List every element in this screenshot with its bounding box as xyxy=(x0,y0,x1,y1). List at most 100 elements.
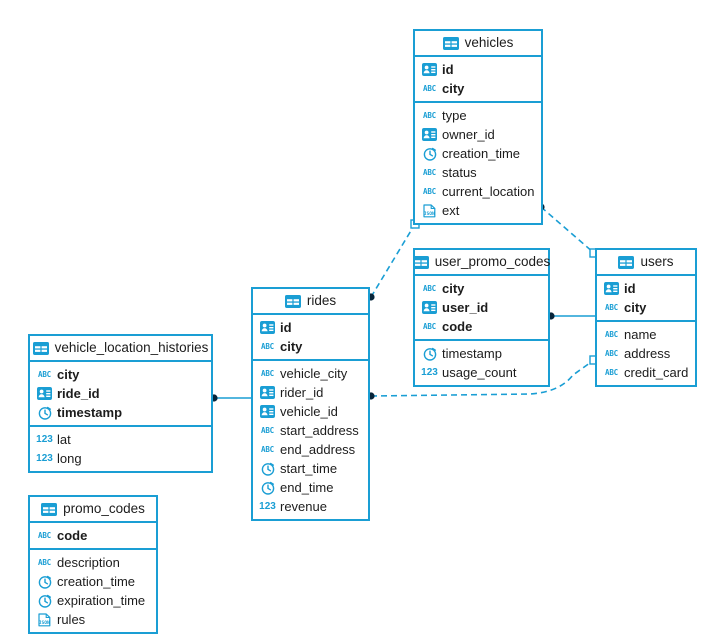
relationship-rides-vehicles[interactable] xyxy=(367,219,420,301)
field-row[interactable]: timestamp xyxy=(415,344,548,363)
clock-icon xyxy=(37,594,52,608)
field-label: description xyxy=(57,555,120,570)
field-row[interactable]: JSON rules xyxy=(30,610,156,629)
field-label: ext xyxy=(442,203,460,218)
field-label: rules xyxy=(57,612,86,627)
table-header-rides[interactable]: rides xyxy=(253,289,368,315)
field-label: vehicle_id xyxy=(280,404,338,419)
table-header-user_promo_codes[interactable]: user_promo_codes xyxy=(412,250,550,276)
123-number-icon: 123 xyxy=(259,500,276,512)
field-row[interactable]: owner_id xyxy=(415,125,541,144)
primary-key-field-row[interactable]: id xyxy=(253,318,368,337)
primary-key-field-row[interactable]: ride_id xyxy=(30,384,211,403)
clock-icon xyxy=(422,147,437,161)
table-icon xyxy=(618,255,635,269)
field-label: city xyxy=(280,339,303,354)
table-title: rides xyxy=(306,293,337,309)
clock-icon xyxy=(422,347,437,361)
clock-icon xyxy=(37,406,52,420)
table-icon xyxy=(412,255,429,269)
field-label: start_address xyxy=(280,423,359,438)
primary-key-field-row[interactable]: user_id xyxy=(415,298,548,317)
svg-text:JSON: JSON xyxy=(39,620,50,626)
field-label: status xyxy=(442,165,477,180)
field-label: city xyxy=(442,281,465,296)
field-label: city xyxy=(624,300,647,315)
json-document-icon: JSON xyxy=(422,203,437,218)
field-label: code xyxy=(442,319,473,334)
field-label: code xyxy=(57,528,88,543)
relationship-vehicle_location_histories-rides[interactable] xyxy=(210,394,251,402)
field-label: revenue xyxy=(280,499,327,514)
field-label: end_time xyxy=(280,480,334,495)
contact-card-key-icon xyxy=(260,405,275,419)
relationship-user_promo_codes-users[interactable] xyxy=(547,312,595,320)
contact-card-key-icon xyxy=(604,282,619,296)
123-number-icon: 123 xyxy=(36,433,53,445)
primary-key-field-row[interactable]: id xyxy=(415,60,541,79)
field-label: timestamp xyxy=(442,346,502,361)
table-header-promo_codes[interactable]: promo_codes xyxy=(30,497,156,523)
field-label: current_location xyxy=(442,184,535,199)
abc-string-icon: ABC xyxy=(605,329,618,339)
table-header-vehicle_location_histories[interactable]: vehicle_location_histories xyxy=(30,336,211,362)
field-label: user_id xyxy=(442,300,489,315)
field-row[interactable]: start_time xyxy=(253,459,368,478)
contact-card-key-icon xyxy=(260,386,275,400)
field-row[interactable]: expiration_time xyxy=(30,591,156,610)
table-icon xyxy=(284,294,301,308)
field-row[interactable]: creation_time xyxy=(30,572,156,591)
field-label: creation_time xyxy=(442,146,521,161)
field-label: expiration_time xyxy=(57,593,146,608)
table-title: promo_codes xyxy=(63,501,145,517)
field-label: owner_id xyxy=(442,127,495,142)
field-label: creation_time xyxy=(57,574,136,589)
table-header-vehicles[interactable]: vehicles xyxy=(415,31,541,57)
primary-key-field-row[interactable]: ABC code xyxy=(415,317,548,336)
svg-text:JSON: JSON xyxy=(424,211,435,217)
field-row[interactable]: vehicle_id xyxy=(253,402,368,421)
primary-key-field-row[interactable]: timestamp xyxy=(30,403,211,422)
field-row[interactable]: end_time xyxy=(253,478,368,497)
table-title: users xyxy=(640,254,674,270)
field-row[interactable]: JSON ext xyxy=(415,201,541,220)
abc-string-icon: ABC xyxy=(423,321,436,331)
primary-key-field-row[interactable]: id xyxy=(597,279,695,298)
field-row[interactable]: creation_time xyxy=(415,144,541,163)
field-row[interactable]: 123 revenue xyxy=(253,497,368,516)
field-label: id xyxy=(624,281,636,296)
field-label: vehicle_city xyxy=(280,366,348,381)
table-header-users[interactable]: users xyxy=(597,250,695,276)
field-row[interactable]: rider_id xyxy=(253,383,368,402)
field-label: end_address xyxy=(280,442,356,457)
